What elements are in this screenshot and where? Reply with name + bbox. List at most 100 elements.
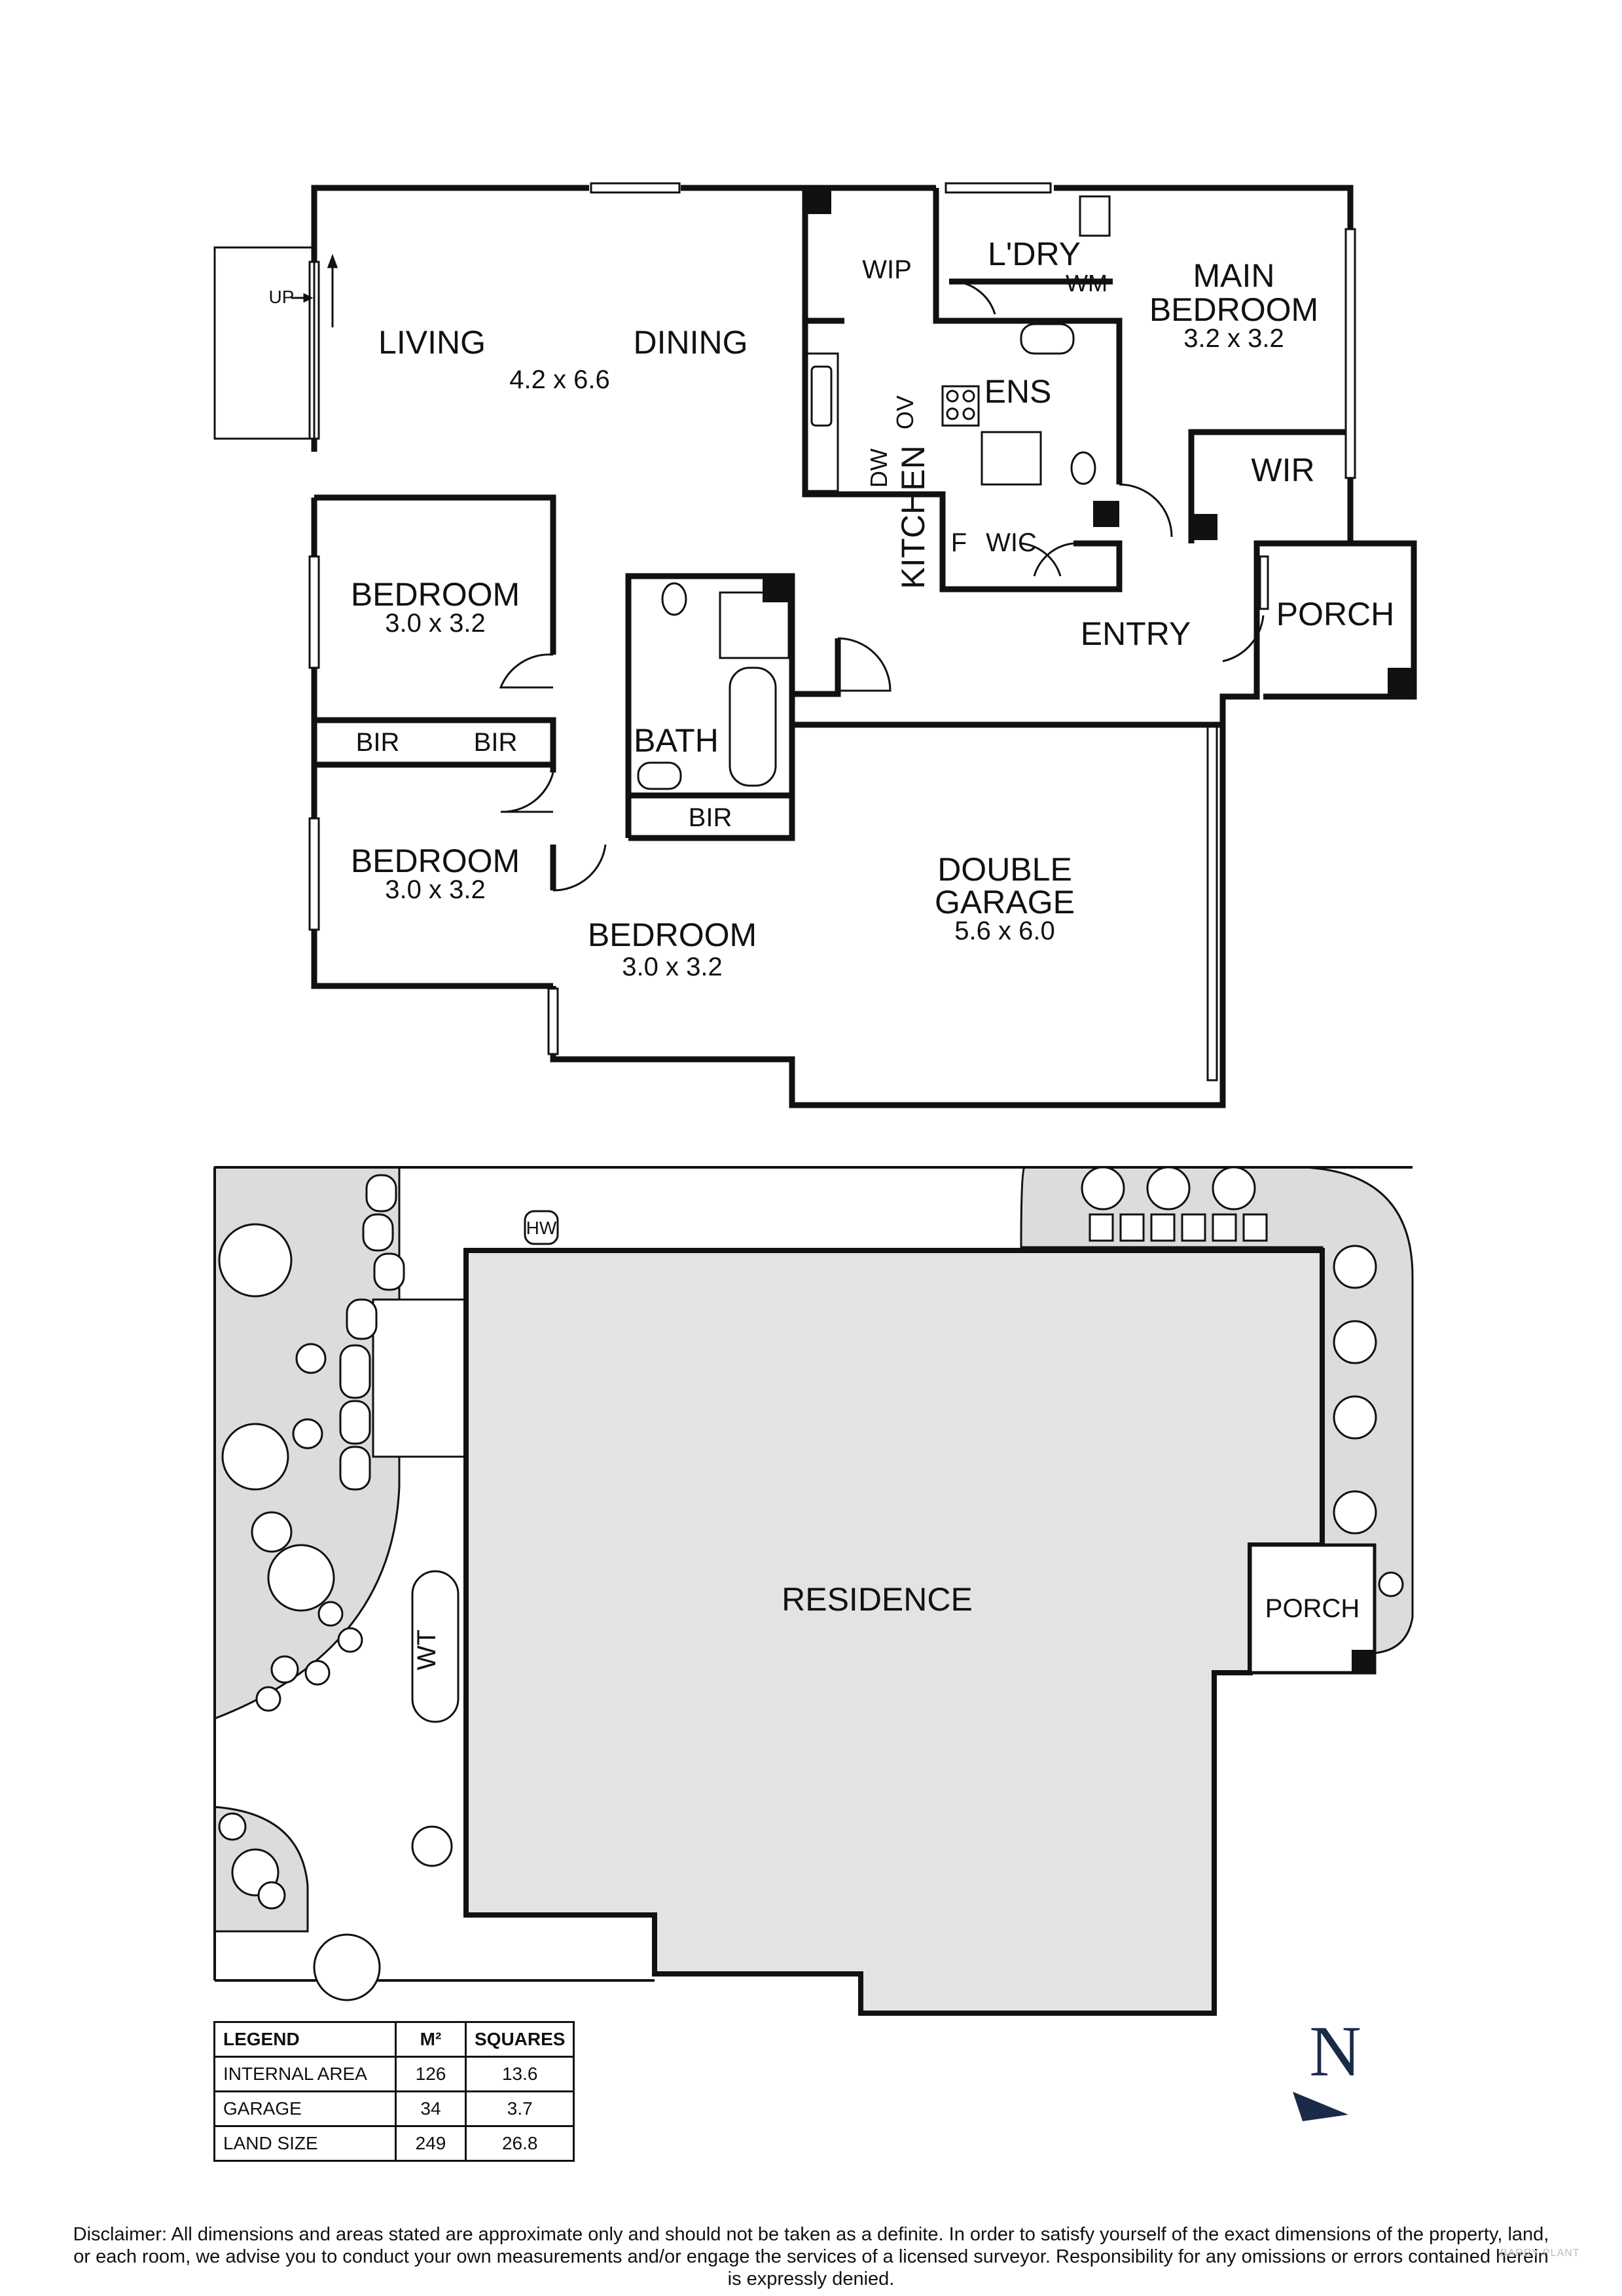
sink-icon — [810, 365, 833, 427]
window — [1206, 725, 1218, 1082]
stone — [362, 1213, 394, 1252]
inner-wall — [1073, 540, 1123, 589]
door-swing — [552, 844, 607, 892]
paver — [1212, 1213, 1237, 1242]
door-swing — [837, 637, 892, 692]
shrub-icon — [292, 1418, 323, 1449]
legend-row: GARAGE 34 3.7 — [213, 2090, 575, 2127]
shrub-icon — [270, 1655, 299, 1684]
legend-label: GARAGE — [213, 2090, 397, 2127]
window — [590, 182, 681, 194]
shower-base-icon — [719, 591, 790, 659]
windows — [308, 182, 1356, 1082]
shrub-icon — [1081, 1166, 1125, 1211]
cooktop-burner-icon — [946, 390, 959, 403]
column — [1191, 514, 1217, 540]
kitchen-fixtures — [637, 195, 1111, 790]
shrub-icon — [317, 1601, 344, 1627]
legend-table: LEGEND M² SQUARES INTERNAL AREA 126 13.6… — [213, 2021, 575, 2162]
door-swing — [1020, 542, 1062, 577]
up-arrow-head — [327, 253, 338, 268]
dining-label: DINING — [634, 324, 748, 361]
shrub-icon — [257, 1881, 286, 1910]
compass: N — [1293, 2011, 1361, 2121]
floor-plan-labels: UP LIVING 4.2 x 6.6 DINING WIP L'DRY WM … — [269, 236, 1395, 981]
wt-label: WT — [412, 1630, 441, 1670]
cooktop-burner-icon — [946, 407, 959, 420]
shrub-icon — [295, 1343, 327, 1374]
deck-area — [213, 246, 315, 440]
toilet-icon — [1070, 451, 1096, 485]
stone — [339, 1446, 371, 1491]
inner-wall — [625, 573, 795, 841]
bir-label-3: BIR — [689, 803, 732, 832]
bedroom-c-dims: 3.0 x 3.2 — [622, 953, 722, 981]
door-swing — [948, 280, 996, 315]
column — [763, 576, 792, 602]
hot-water-unit — [524, 1210, 559, 1245]
legend-squares: 26.8 — [464, 2125, 575, 2162]
shrub-icon — [337, 1627, 363, 1653]
doors — [499, 280, 1265, 892]
cooktop-burner-icon — [962, 390, 975, 403]
site-plan: RESIDENCE PORCH HW WT — [213, 1166, 1414, 2016]
wip-label: WIP — [862, 255, 912, 284]
shrub-icon — [1333, 1490, 1377, 1535]
window — [547, 987, 559, 1055]
shrub-icon — [1146, 1166, 1191, 1211]
window — [308, 555, 320, 669]
kitchen-bench — [804, 352, 839, 492]
paver — [1181, 1213, 1206, 1242]
hw-label: HW — [526, 1218, 557, 1238]
entry-label: ENTRY — [1081, 615, 1191, 652]
legend-squares: 3.7 — [464, 2090, 575, 2127]
window — [308, 817, 320, 931]
laundry-trough-icon — [1079, 195, 1111, 237]
site-porch-label: PORCH — [1265, 1594, 1360, 1623]
door-swing — [1119, 483, 1173, 538]
inner-wall — [933, 188, 1123, 484]
basin-icon — [1020, 323, 1075, 355]
porch-label: PORCH — [1276, 596, 1395, 632]
wic-label: WIC — [986, 528, 1037, 557]
column — [1352, 1650, 1375, 1673]
window — [945, 182, 1052, 194]
bedroom-a-label: BEDROOM — [351, 576, 520, 613]
garage-dims: 5.6 x 6.0 — [954, 917, 1054, 945]
main-bedroom-label-1: MAIN — [1193, 257, 1275, 294]
legend-row: INTERNAL AREA 126 13.6 — [213, 2056, 575, 2092]
paver — [1150, 1213, 1176, 1242]
kitchen-label: KITCHEN — [895, 445, 931, 589]
column — [1093, 501, 1119, 527]
bedroom-b-label: BEDROOM — [351, 843, 520, 879]
living-label: LIVING — [378, 324, 486, 361]
legend-squares: 13.6 — [464, 2056, 575, 2092]
stone — [346, 1298, 378, 1340]
shrub-icon — [255, 1686, 281, 1712]
main-bedroom-dims: 3.2 x 3.2 — [1183, 324, 1284, 353]
water-tank — [411, 1570, 460, 1723]
tree-icon — [313, 1933, 381, 2001]
legend-header-squares: SQUARES — [464, 2021, 575, 2058]
legend-header-row: LEGEND M² SQUARES — [213, 2021, 575, 2058]
f-label: F — [951, 528, 967, 557]
legend-label: INTERNAL AREA — [213, 2056, 397, 2092]
column — [1388, 668, 1414, 697]
tree-icon — [221, 1423, 289, 1491]
up-arrow-head — [303, 293, 314, 303]
paver — [1089, 1213, 1114, 1242]
shrub-icon — [1378, 1571, 1404, 1597]
legend-header-m2: M² — [395, 2021, 467, 2058]
cooktop-icon — [941, 385, 980, 427]
bir-label-2: BIR — [474, 728, 518, 757]
legend-m2: 34 — [395, 2090, 467, 2127]
deck — [213, 246, 338, 440]
basin-icon — [637, 761, 682, 790]
living-dims: 4.2 x 6.6 — [509, 365, 609, 394]
bedroom-b-dims: 3.0 x 3.2 — [385, 875, 485, 904]
wm-label: WM — [1066, 270, 1108, 297]
inner-wall — [1188, 429, 1350, 543]
paver — [1242, 1213, 1268, 1242]
legend-m2: 249 — [395, 2125, 467, 2162]
